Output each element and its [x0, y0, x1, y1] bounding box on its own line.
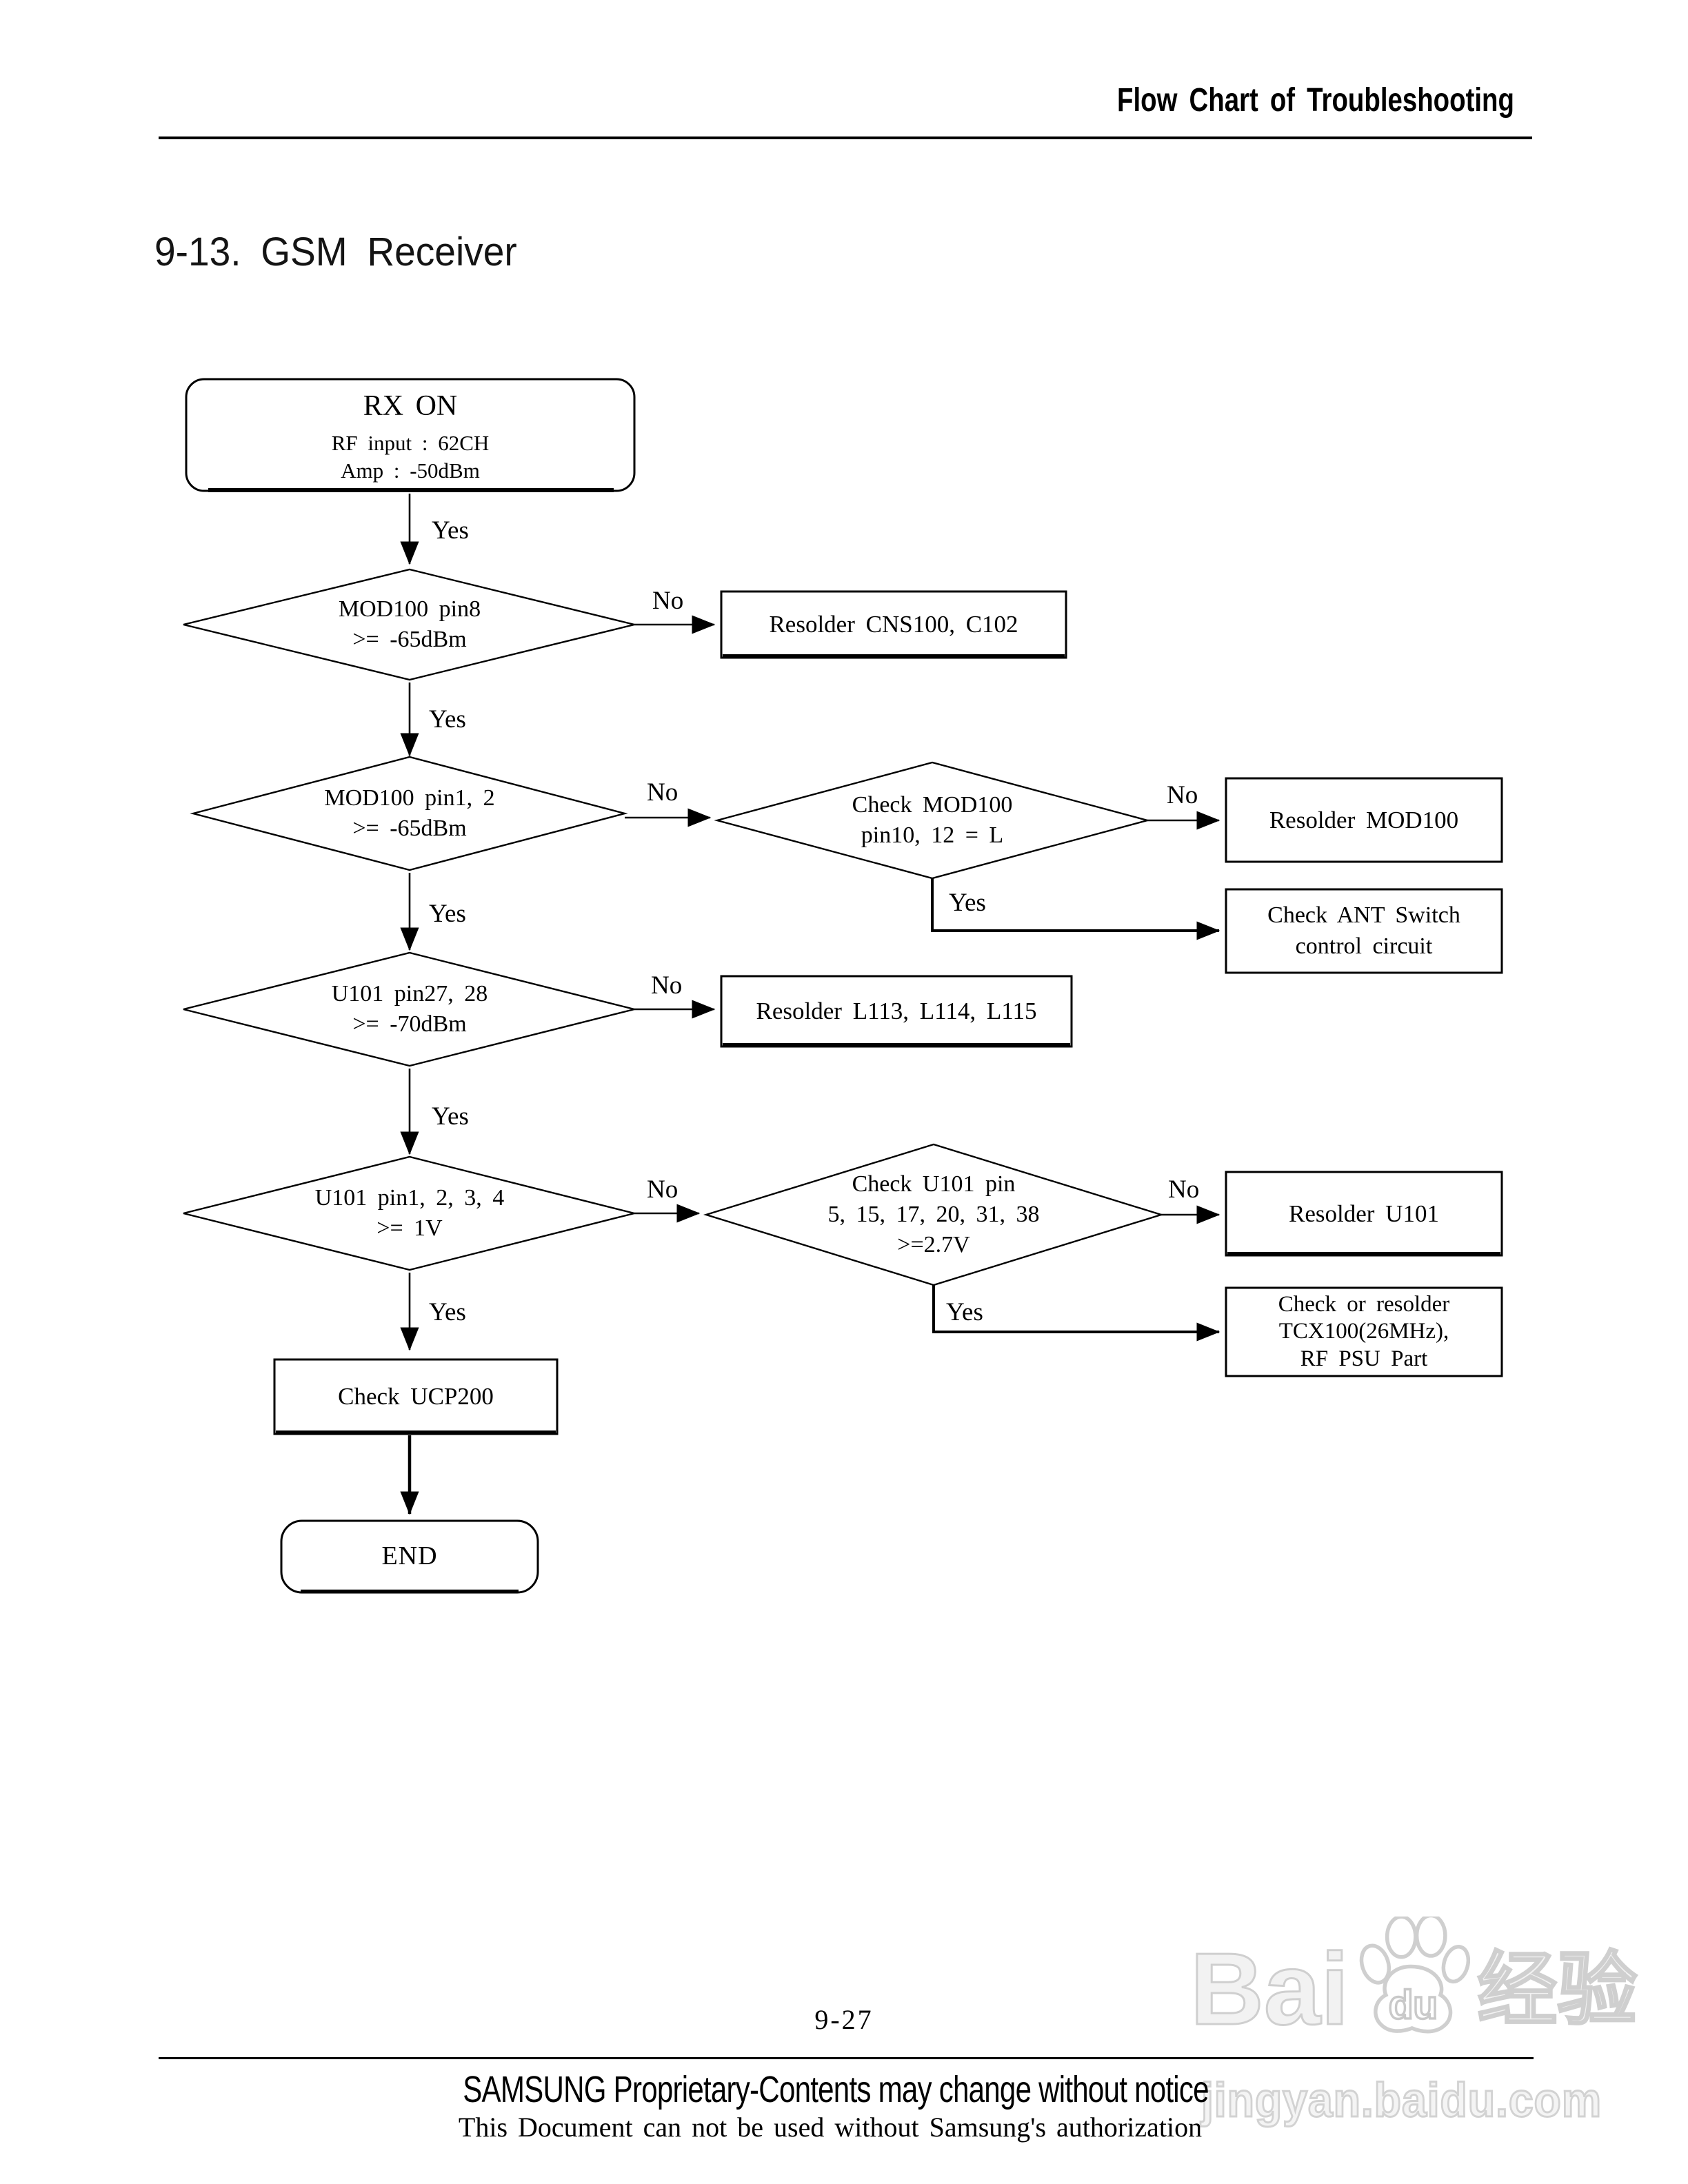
- process-check-tcx100-shape: [1225, 1286, 1503, 1377]
- section-title: 9-13. GSM Receiver: [154, 230, 517, 274]
- start-terminator-label: RX ON RF input : 62CH Amp : -50dBm: [193, 386, 627, 487]
- decision-mod100-pin1-2-shape: [190, 756, 628, 871]
- edge-label-yes-5: Yes: [429, 1298, 466, 1326]
- baidu-watermark-text-jingyan: 经验: [1476, 1945, 1638, 2034]
- edge-label-no-2: No: [647, 778, 679, 807]
- start-line1: RX ON: [363, 390, 458, 423]
- d4-line1: U101 pin1, 2, 3, 4: [314, 1184, 505, 1211]
- tcx-line2: TCX100(26MHz),: [1278, 1319, 1449, 1344]
- baidu-watermark-text-du: du: [1389, 1983, 1438, 2028]
- baidu-watermark-url: jingyan.baidu.com: [1200, 2072, 1602, 2128]
- decision-u101-pin1-4-label: U101 pin1, 2, 3, 4 >= 1V: [207, 1165, 612, 1262]
- header-rule: [159, 136, 1532, 139]
- baidu-paw-icon: du: [1360, 1917, 1471, 2034]
- edge-label-no-4: No: [651, 971, 683, 1000]
- d4-line2: >= 1V: [376, 1215, 443, 1241]
- process-check-ant-label: Check ANT Switch control circuit: [1226, 889, 1502, 973]
- decision-mod100-pin1-2-label: MOD100 pin1, 2 >= -65dBm: [207, 765, 612, 862]
- process-check-ucp200-label: Check UCP200: [338, 1383, 494, 1410]
- edge-label-yes-elbow-1: Yes: [949, 889, 986, 917]
- decision-check-mod100-label: Check MOD100 pin10, 12 = L: [731, 772, 1134, 869]
- d1-line1: MOD100 pin8: [338, 596, 481, 622]
- decision-check-u101-label: Check U101 pin 5, 15, 17, 20, 31, 38 >=2…: [727, 1155, 1141, 1274]
- edge-label-yes-1: Yes: [432, 516, 469, 545]
- edge-label-yes-3: Yes: [429, 900, 466, 928]
- edge-label-no-6: No: [1168, 1175, 1200, 1204]
- d4b-line3: >=2.7V: [897, 1232, 970, 1258]
- process-resolder-u101-label: Resolder U101: [1289, 1200, 1439, 1227]
- start-line2: RF input : 62CH: [331, 431, 490, 455]
- d2-line1: MOD100 pin1, 2: [324, 785, 495, 811]
- process-resolder-mod100-label: Resolder MOD100: [1269, 806, 1459, 833]
- footer-authorization-notice: This Document can not be used without Sa…: [458, 2112, 1203, 2143]
- decision-u101-pin27-28-label: U101 pin27, 28 >= -70dBm: [207, 961, 612, 1058]
- edge-label-yes-elbow-2: Yes: [946, 1298, 983, 1326]
- process-check-tcx100-label: Check or resolder TCX100(26MHz), RF PSU …: [1226, 1288, 1502, 1376]
- start-line3: Amp : -50dBm: [341, 458, 480, 483]
- d3-line2: >= -70dBm: [352, 1011, 467, 1037]
- process-check-ant-shape: [1225, 888, 1503, 974]
- baidu-watermark-logo: Bai du 经验: [1189, 1917, 1638, 2046]
- footer-rule: [159, 2057, 1534, 2059]
- end-terminator-label: END: [381, 1541, 438, 1571]
- ant-line2: control circuit: [1295, 933, 1433, 959]
- d4b-line2: 5, 15, 17, 20, 31, 38: [827, 1201, 1040, 1227]
- d2b-line1: Check MOD100: [852, 791, 1013, 818]
- process-resolder-cns100-label: Resolder CNS100, C102: [769, 611, 1018, 638]
- tcx-line1: Check or resolder: [1278, 1291, 1450, 1317]
- d2-line2: >= -65dBm: [352, 816, 467, 841]
- process-resolder-mod100-shape: [1225, 777, 1503, 863]
- decision-mod100-pin8-label: MOD100 pin8 >= -65dBm: [207, 576, 612, 673]
- d4b-line1: Check U101 pin: [852, 1171, 1016, 1197]
- d1-line2: >= -65dBm: [352, 627, 467, 652]
- arrow-d4b-yes-elbow: [932, 1285, 1220, 1342]
- edge-label-yes-2: Yes: [429, 705, 466, 734]
- arrow-d2b-yes-elbow: [931, 878, 1220, 940]
- edge-label-yes-4: Yes: [432, 1102, 469, 1131]
- tcx-line3: RF PSU Part: [1300, 1346, 1428, 1371]
- d3-line1: U101 pin27, 28: [331, 980, 488, 1007]
- page-number: 9-27: [814, 2004, 874, 2035]
- footer-proprietary-notice: SAMSUNG Proprietary-Contents may change …: [463, 2069, 1209, 2110]
- baidu-watermark-text-bai: Bai: [1189, 1932, 1349, 2046]
- page-header-title: Flow Chart of Troubleshooting: [1117, 82, 1514, 119]
- process-resolder-l113-label: Resolder L113, L114, L115: [756, 998, 1037, 1025]
- edge-label-no-3: No: [1167, 781, 1198, 809]
- d2b-line2: pin10, 12 = L: [861, 822, 1004, 848]
- ant-line1: Check ANT Switch: [1267, 902, 1460, 929]
- edge-label-no-5: No: [647, 1175, 679, 1204]
- edge-label-no-1: No: [652, 587, 684, 615]
